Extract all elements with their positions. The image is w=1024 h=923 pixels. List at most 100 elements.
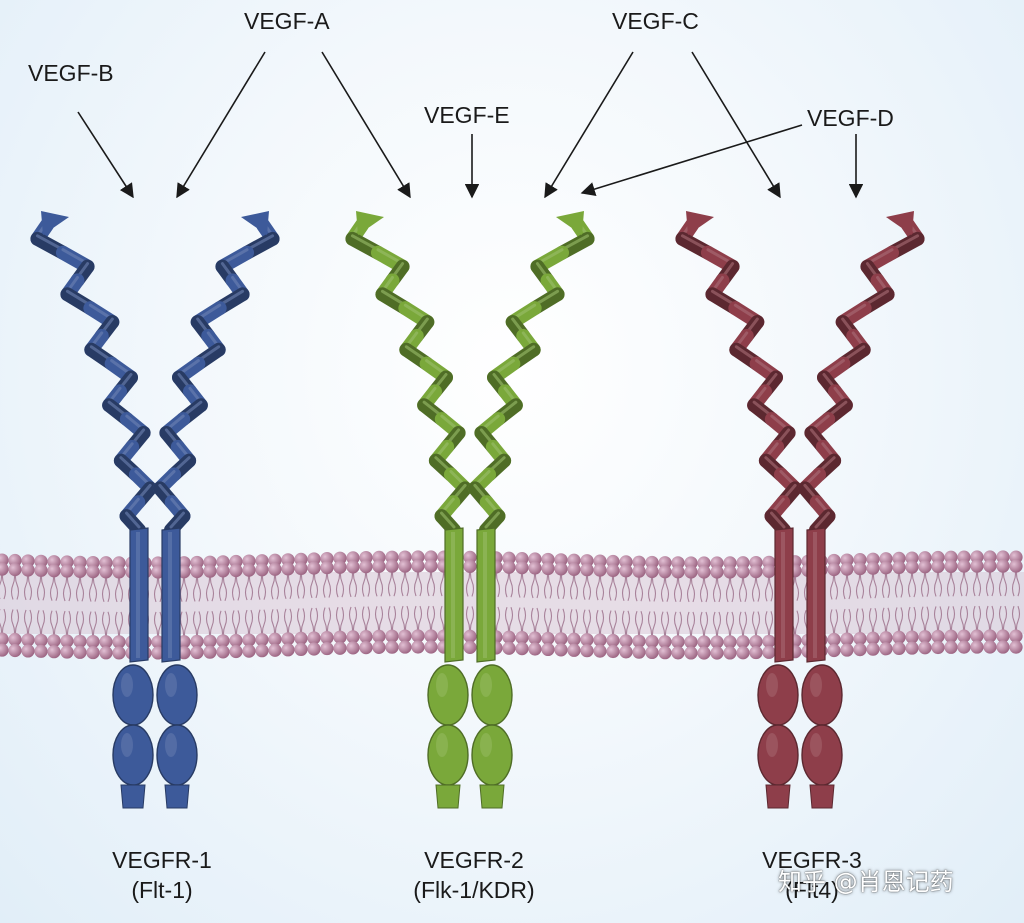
lipid-head	[671, 565, 685, 579]
lipid-head	[86, 645, 100, 660]
lipid-head	[320, 630, 334, 645]
lipid-head	[242, 644, 256, 658]
lipid-head	[541, 561, 555, 576]
lipid-head	[372, 559, 386, 573]
kinase-highlight	[766, 733, 778, 757]
ribbon-highlight	[169, 511, 185, 529]
lipid-head	[359, 630, 373, 644]
kinase-domain	[112, 724, 154, 786]
lipid-head	[736, 565, 750, 579]
lipid-head	[619, 564, 633, 578]
lipid-head	[0, 562, 9, 576]
lipid-head	[541, 642, 555, 657]
ribbon-tip	[356, 211, 384, 235]
arrow-vegfd-r2	[580, 124, 803, 197]
lipid-head	[892, 641, 906, 655]
lipid-head	[385, 640, 399, 654]
lipid-head	[957, 629, 971, 643]
kinase-highlight	[436, 673, 448, 697]
lipid-head	[892, 560, 906, 574]
lipid-head	[723, 646, 737, 660]
lipid-head	[554, 643, 568, 657]
arrow-vegfa-r2	[321, 51, 411, 199]
lipid-head	[255, 563, 269, 577]
lipid-head	[515, 561, 529, 575]
binding-arrows	[77, 51, 864, 199]
lipid-head	[34, 563, 48, 577]
lipid-head	[593, 563, 607, 577]
lipid-head	[593, 644, 607, 658]
lipid-head	[502, 630, 516, 644]
c-terminal-tail	[435, 784, 461, 809]
kinase-domain	[156, 664, 198, 726]
lipid-head	[970, 559, 984, 573]
kinase-highlight	[165, 673, 177, 697]
kinase-highlight	[810, 673, 822, 697]
lipid-head	[333, 560, 347, 574]
cell-membrane	[0, 550, 1024, 660]
lipid-head	[86, 634, 100, 649]
lipid-head	[47, 564, 61, 578]
lipid-head	[957, 559, 971, 573]
caption-vegfr-2: VEGFR-2 (Flk-1/KDR)	[364, 845, 584, 905]
right-arm	[797, 211, 925, 537]
arrow-vegfa-r1	[176, 51, 266, 199]
lipid-head	[411, 629, 425, 643]
lipid-head	[970, 640, 984, 654]
lipid-head	[8, 643, 22, 658]
kinase-domain	[801, 724, 843, 786]
kinase-domain	[471, 664, 513, 726]
kinase-highlight	[121, 733, 133, 757]
lipid-head	[762, 645, 776, 659]
lipid-head	[853, 632, 867, 646]
lipid-head	[749, 634, 763, 649]
lipid-head	[606, 633, 620, 648]
lipid-head	[645, 634, 659, 649]
label-vegf-c: VEGF-C	[612, 8, 699, 34]
ribbon-tip	[556, 211, 584, 235]
lipid-head	[515, 642, 529, 656]
lipid-head	[346, 560, 360, 574]
lipid-head	[697, 565, 711, 579]
label-vegf-b: VEGF-B	[28, 60, 114, 86]
kinase-domain	[427, 724, 469, 786]
label-vegf-e: VEGF-E	[424, 102, 510, 128]
lipid-head	[684, 565, 698, 579]
lipid-head	[424, 629, 438, 643]
lipid-head	[632, 564, 646, 578]
lipid-head	[281, 632, 295, 646]
lipid-head	[398, 559, 412, 573]
lipid-head	[710, 646, 724, 660]
lipid-head	[398, 640, 412, 654]
kinase-highlight	[480, 733, 492, 757]
lipid-head	[47, 634, 61, 648]
kinase-domain	[427, 664, 469, 726]
lipid-head	[177, 635, 191, 649]
lipid-head	[73, 645, 87, 659]
lipid-head	[229, 563, 243, 578]
receptor-vegfr-1	[30, 211, 280, 809]
lipid-head	[554, 632, 568, 646]
lipid-head	[944, 640, 958, 654]
lipid-head	[47, 645, 61, 659]
lipid-head	[697, 646, 711, 660]
receptor-name: VEGFR-3	[762, 847, 862, 873]
lipid-head	[21, 563, 35, 577]
receptor-vegfr-3	[675, 211, 925, 809]
tm-highlight	[483, 532, 487, 658]
lipid-head	[346, 641, 360, 655]
kinase-highlight	[810, 733, 822, 757]
receptor-alias: (Flt-1)	[131, 877, 193, 903]
lipid-head	[853, 643, 867, 657]
lipid-head	[411, 559, 425, 573]
lipid-head	[541, 631, 555, 646]
lipid-head	[34, 633, 48, 647]
lipid-head	[983, 640, 997, 654]
c-terminal-tail	[479, 784, 505, 809]
lipid-head	[385, 559, 399, 573]
lipid-head	[255, 644, 269, 658]
lipid-head	[593, 633, 607, 647]
left-arm	[30, 211, 158, 537]
ribbon-segment	[434, 509, 461, 537]
